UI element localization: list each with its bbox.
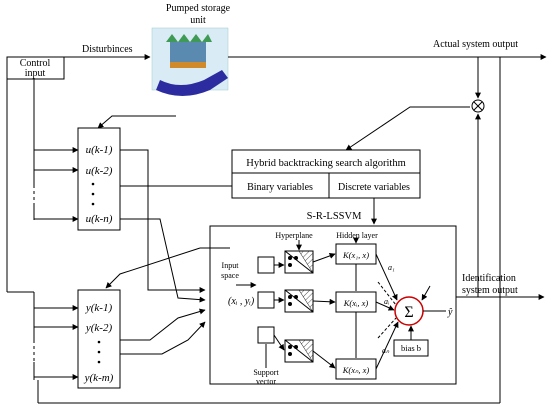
- y-k-2: y(k-2): [85, 322, 113, 334]
- ident-line2: system output: [462, 285, 518, 296]
- comparator-cross-2: [473, 101, 483, 111]
- y-m-to-lssvm-line: [120, 321, 206, 355]
- weight-an: aₙ: [382, 346, 390, 355]
- input-square-1: [257, 256, 275, 274]
- hbsa-to-u-arrow: [97, 115, 176, 129]
- k2-to-sum: [375, 301, 395, 311]
- turbine-ring: [170, 62, 206, 68]
- input-space-line1: Input: [222, 261, 240, 270]
- y-to-lssvm-line: [120, 308, 206, 341]
- control-input-line2: input: [25, 68, 46, 79]
- k1-to-sum: [375, 253, 398, 301]
- hyperplane-glyph-2: [284, 289, 314, 313]
- sq3-to-hp3: [273, 334, 285, 351]
- y-dot-1: [97, 340, 101, 344]
- y-dot-2: [97, 350, 101, 354]
- support-vector-line1: Support: [253, 368, 279, 377]
- kernel-n-label: K(xₙ, x): [342, 365, 370, 375]
- y-k-m: y(k-m): [84, 372, 114, 384]
- u-delay-block: [77, 127, 121, 231]
- sum-top-pointer: [421, 285, 431, 301]
- hbsa-block: [231, 149, 421, 199]
- lssvm-to-y-arrow: [105, 247, 201, 289]
- y-dot-3: [97, 360, 101, 364]
- pumped-storage-unit: Pumped storage unit: [151, 3, 231, 96]
- u-to-lssvm-line: [120, 149, 206, 293]
- kernel-2-label: K(xᵢ, x): [343, 298, 369, 308]
- ident-line1: Identification: [462, 273, 516, 284]
- title-line1: Pumped storage: [166, 3, 231, 14]
- u-dot-2: [91, 192, 95, 196]
- turbine-crown: [166, 34, 212, 42]
- u-n-to-lssvm-line: [120, 218, 206, 303]
- support-vector-line2: vector: [256, 377, 276, 386]
- binary-variables: Binary variables: [247, 182, 313, 193]
- dashed-weight-2: [377, 317, 397, 339]
- input-square-2: [257, 291, 275, 309]
- kernel-1-label: K(x₁, x): [342, 250, 369, 260]
- srlssvm-title: S-R-LSSVM: [307, 211, 363, 222]
- u-k-n: u(k-n): [86, 213, 113, 225]
- control-input-line1: Control: [20, 58, 51, 69]
- y-k-1: y(k-1): [85, 302, 113, 314]
- u-dot-3: [91, 202, 95, 206]
- input-space-line2: space: [221, 271, 239, 280]
- title-line2: unit: [190, 15, 206, 26]
- error-to-hbsa-arrow: [345, 106, 470, 151]
- weight-ai: aᵢ: [384, 297, 389, 306]
- u-k-1: u(k-1): [86, 144, 113, 156]
- discrete-variables: Discrete variables: [338, 182, 410, 193]
- bias-label: bias b: [401, 343, 421, 353]
- kn-to-sum: [375, 321, 399, 370]
- hyperplane-label: Hyperplane: [275, 231, 313, 240]
- hbsa-title: Hybrid backtracking search algorithm: [246, 158, 405, 169]
- u-taps: [33, 147, 79, 222]
- yhat-label: ŷ: [447, 307, 453, 318]
- disturbances-label: Disturbinces: [82, 44, 133, 55]
- hp1-to-k1: [312, 253, 336, 263]
- hyperplane-glyph-3: [284, 339, 314, 363]
- hyperplane-glyph-1: [284, 250, 314, 274]
- hp2-to-k2: [312, 298, 336, 305]
- y-delay-block: [77, 289, 121, 389]
- weight-a1: a₁: [388, 263, 395, 272]
- u-dot-1: [91, 182, 95, 186]
- hp3-to-kn: [312, 350, 336, 369]
- penstock-pipe: [156, 70, 228, 96]
- input-square-3: [257, 326, 275, 344]
- sum-symbol: Σ: [404, 304, 413, 321]
- xy-pair: (xᵢ , yᵢ): [228, 296, 255, 307]
- u-k-2: u(k-2): [86, 165, 113, 177]
- actual-output-label: Actual system output: [433, 39, 518, 50]
- hidden-layer-label: Hidden layer: [336, 231, 378, 240]
